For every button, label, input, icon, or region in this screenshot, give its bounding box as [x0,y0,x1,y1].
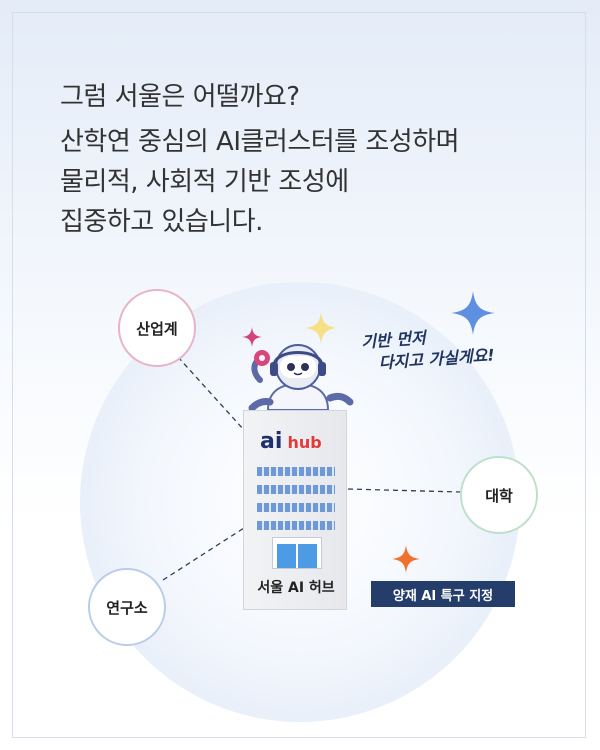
sparkle-orange-icon [392,545,420,573]
sparkle-blue-icon [451,291,495,335]
node-research: 연구소 [88,568,166,646]
card-border [12,12,586,738]
robot-mascot-icon [248,344,354,412]
window-row-1 [257,467,335,476]
door-right [298,544,317,568]
logo-hub-text: hub [287,433,322,452]
window-row-2 [257,485,335,494]
window-row-3 [257,503,335,512]
seoul-ai-hub-building: ai hub 서울 AI 허브 [243,410,347,610]
sparkle-yellow-icon [305,312,337,344]
node-industry: 산업계 [118,289,196,367]
body-text: 산학연 중심의 AI클러스터를 조성하며 물리적, 사회적 기반 조성에 집중하… [60,122,460,242]
building-label: 서울 AI 허브 [257,580,335,596]
body-line-3: 집중하고 있습니다. [60,207,263,237]
door-left [277,544,296,568]
body-line-2: 물리적, 사회적 기반 조성에 [60,167,349,197]
node-university: 대학 [460,456,538,534]
speech-text: 기반 먼저 다지고 가실게요! [361,322,496,375]
window-row-4 [257,521,335,530]
building-door [272,537,322,569]
question-title: 그럼 서울은 어떨까요? [60,82,300,112]
zone-badge: 양재 AI 특구 지정 [371,581,515,607]
body-line-1: 산학연 중심의 AI클러스터를 조성하며 [60,127,460,157]
logo-ai-text: ai [260,429,283,454]
sparkle-pink-icon [242,327,262,347]
ai-hub-logo: ai hub [260,429,322,454]
